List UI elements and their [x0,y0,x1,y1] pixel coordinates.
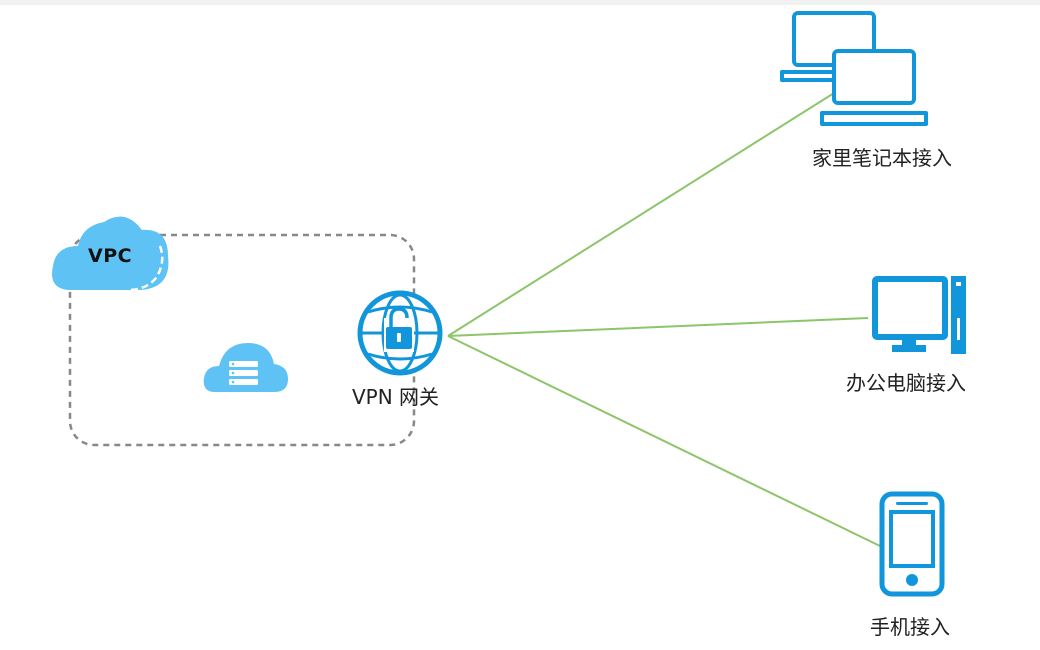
vpn-gateway-label: VPN 网关 [352,385,440,409]
connection-line-mobile [447,335,881,547]
mobile-access-label: 手机接入 [870,615,950,639]
vpc-boundary [68,233,416,447]
vpc-label: VPC [88,245,133,267]
globe-lock-icon [357,290,443,376]
connection-line-laptop [447,87,843,337]
top-strip [0,0,1040,5]
cloud-server-icon [203,343,288,392]
vpc-cloud-icon [52,214,169,292]
laptop-access-label: 家里笔记本接入 [812,146,952,170]
laptop-icon [780,11,928,126]
connection-line-desktop [447,317,869,337]
desktop-access-label: 办公电脑接入 [846,373,966,393]
mobile-phone-icon [879,491,945,597]
desktop-icon [872,276,966,354]
